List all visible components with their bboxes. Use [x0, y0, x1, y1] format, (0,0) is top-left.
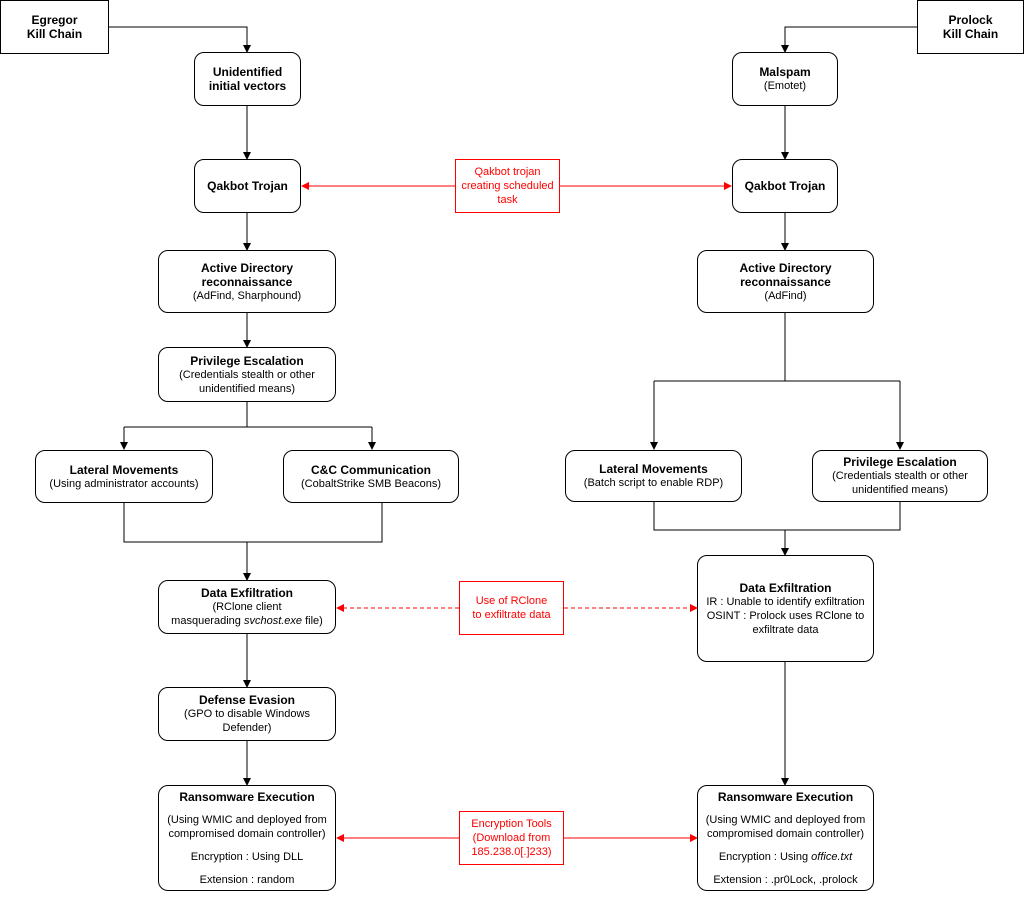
shared-qakbot-label: Qakbot trojan creating scheduled task: [461, 166, 554, 206]
egregor-data-exfiltration: Data Exfiltration (RClone client masquer…: [158, 580, 336, 634]
egregor-trojan-label: Qakbot Trojan: [207, 179, 288, 193]
egregor-qakbot-trojan: Qakbot Trojan: [194, 159, 301, 213]
egregor-header: Egregor Kill Chain: [0, 0, 109, 54]
prolock-ad-sub: (AdFind): [764, 289, 807, 302]
prolock-exfil-ir: IR : Unable to identify exfiltration: [706, 595, 865, 608]
prolock-priv-title: Privilege Escalation: [843, 455, 957, 469]
egregor-exfil-sub1: (RClone client: [212, 601, 282, 613]
egregor-exfil-title: Data Exfiltration: [200, 586, 293, 600]
prolock-lateral-sub: (Batch script to enable RDP): [583, 477, 724, 489]
egregor-initial-vectors: Unidentified initial vectors: [194, 52, 301, 106]
egregor-ransomware-execution: Ransomware Execution (Using WMIC and dep…: [158, 785, 336, 891]
prolock-lateral-title: Lateral Movements: [599, 462, 708, 476]
prolock-lateral-movements: Lateral Movements (Batch script to enabl…: [565, 450, 742, 502]
egregor-privilege-escalation: Privilege Escalation (Credentials stealt…: [158, 347, 336, 402]
prolock-privilege-escalation: Privilege Escalation (Credentials stealt…: [812, 450, 988, 502]
prolock-exfil-osint: OSINT : Prolock uses RClone to exfiltrat…: [706, 609, 865, 636]
shared-rclone: Use of RClone to exfiltrate data: [459, 581, 564, 635]
egregor-defense-evasion: Defense Evasion (GPO to disable Windows …: [158, 687, 336, 741]
egregor-header-label: Egregor Kill Chain: [26, 13, 83, 41]
egregor-ad-recon: Active Directory reconnaissance (AdFind,…: [158, 250, 336, 313]
egregor-defense-sub: (GPO to disable Windows Defender): [184, 708, 310, 734]
egregor-ad-sub: (AdFind, Sharphound): [192, 289, 302, 302]
prolock-malspam: Malspam (Emotet): [732, 52, 838, 106]
prolock-data-exfiltration: Data Exfiltration IR : Unable to identif…: [697, 555, 874, 662]
egregor-ransom-encryption: Encryption : Using DLL: [190, 850, 304, 863]
prolock-ad-title: Active Directory reconnaissance: [739, 260, 832, 289]
egregor-lateral-sub: (Using administrator accounts): [49, 477, 199, 490]
egregor-cc-communication: C&C Communication (CobaltStrike SMB Beac…: [283, 450, 459, 503]
egregor-defense-title: Defense Evasion: [198, 693, 296, 707]
prolock-ransom-sub: (Using WMIC and deployed from compromise…: [705, 813, 866, 840]
egregor-ad-title: Active Directory reconnaissance: [200, 260, 294, 289]
egregor-cc-sub: (CobaltStrike SMB Beacons): [301, 477, 441, 490]
egregor-ransom-extension: Extension : random: [199, 873, 295, 886]
prolock-qakbot-trojan: Qakbot Trojan: [732, 159, 838, 213]
prolock-ransom-extension: Extension : .pr0Lock, .prolock: [713, 873, 858, 886]
prolock-ransom-encryption: Encryption : Using office.txt: [718, 850, 853, 863]
shared-rclone-label: Use of RClone to exfiltrate data: [472, 595, 551, 621]
prolock-header-label: Prolock Kill Chain: [942, 13, 999, 41]
egregor-priv-title: Privilege Escalation: [190, 353, 304, 368]
egregor-priv-sub: (Credentials stealth or other unidentifi…: [179, 368, 315, 395]
egregor-exfil-sub2: masquerading svchost.exe file): [171, 615, 323, 627]
prolock-malspam-sub: (Emotet): [763, 80, 807, 92]
egregor-ransom-title: Ransomware Execution: [179, 789, 315, 804]
egregor-vectors-label: Unidentified initial vectors: [208, 65, 287, 93]
prolock-ransom-title: Ransomware Execution: [717, 789, 854, 804]
shared-encryption-tools: Encryption Tools (Download from 185.238.…: [459, 811, 564, 865]
prolock-ransomware-execution: Ransomware Execution (Using WMIC and dep…: [697, 785, 874, 891]
egregor-lateral-title: Lateral Movements: [69, 462, 179, 477]
prolock-ad-recon: Active Directory reconnaissance (AdFind): [697, 250, 874, 313]
shared-qakbot-scheduled-task: Qakbot trojan creating scheduled task: [455, 159, 560, 213]
egregor-ransom-sub: (Using WMIC and deployed from compromise…: [167, 813, 327, 840]
prolock-priv-sub: (Credentials stealth or other unidentifi…: [832, 470, 968, 496]
shared-encryption-label: Encryption Tools (Download from 185.238.…: [471, 818, 552, 858]
prolock-trojan-label: Qakbot Trojan: [744, 179, 826, 193]
prolock-header: Prolock Kill Chain: [917, 0, 1024, 54]
prolock-exfil-title: Data Exfiltration: [739, 580, 832, 595]
egregor-lateral-movements: Lateral Movements (Using administrator a…: [35, 450, 213, 503]
egregor-cc-title: C&C Communication: [311, 462, 431, 477]
prolock-malspam-title: Malspam: [759, 65, 811, 79]
